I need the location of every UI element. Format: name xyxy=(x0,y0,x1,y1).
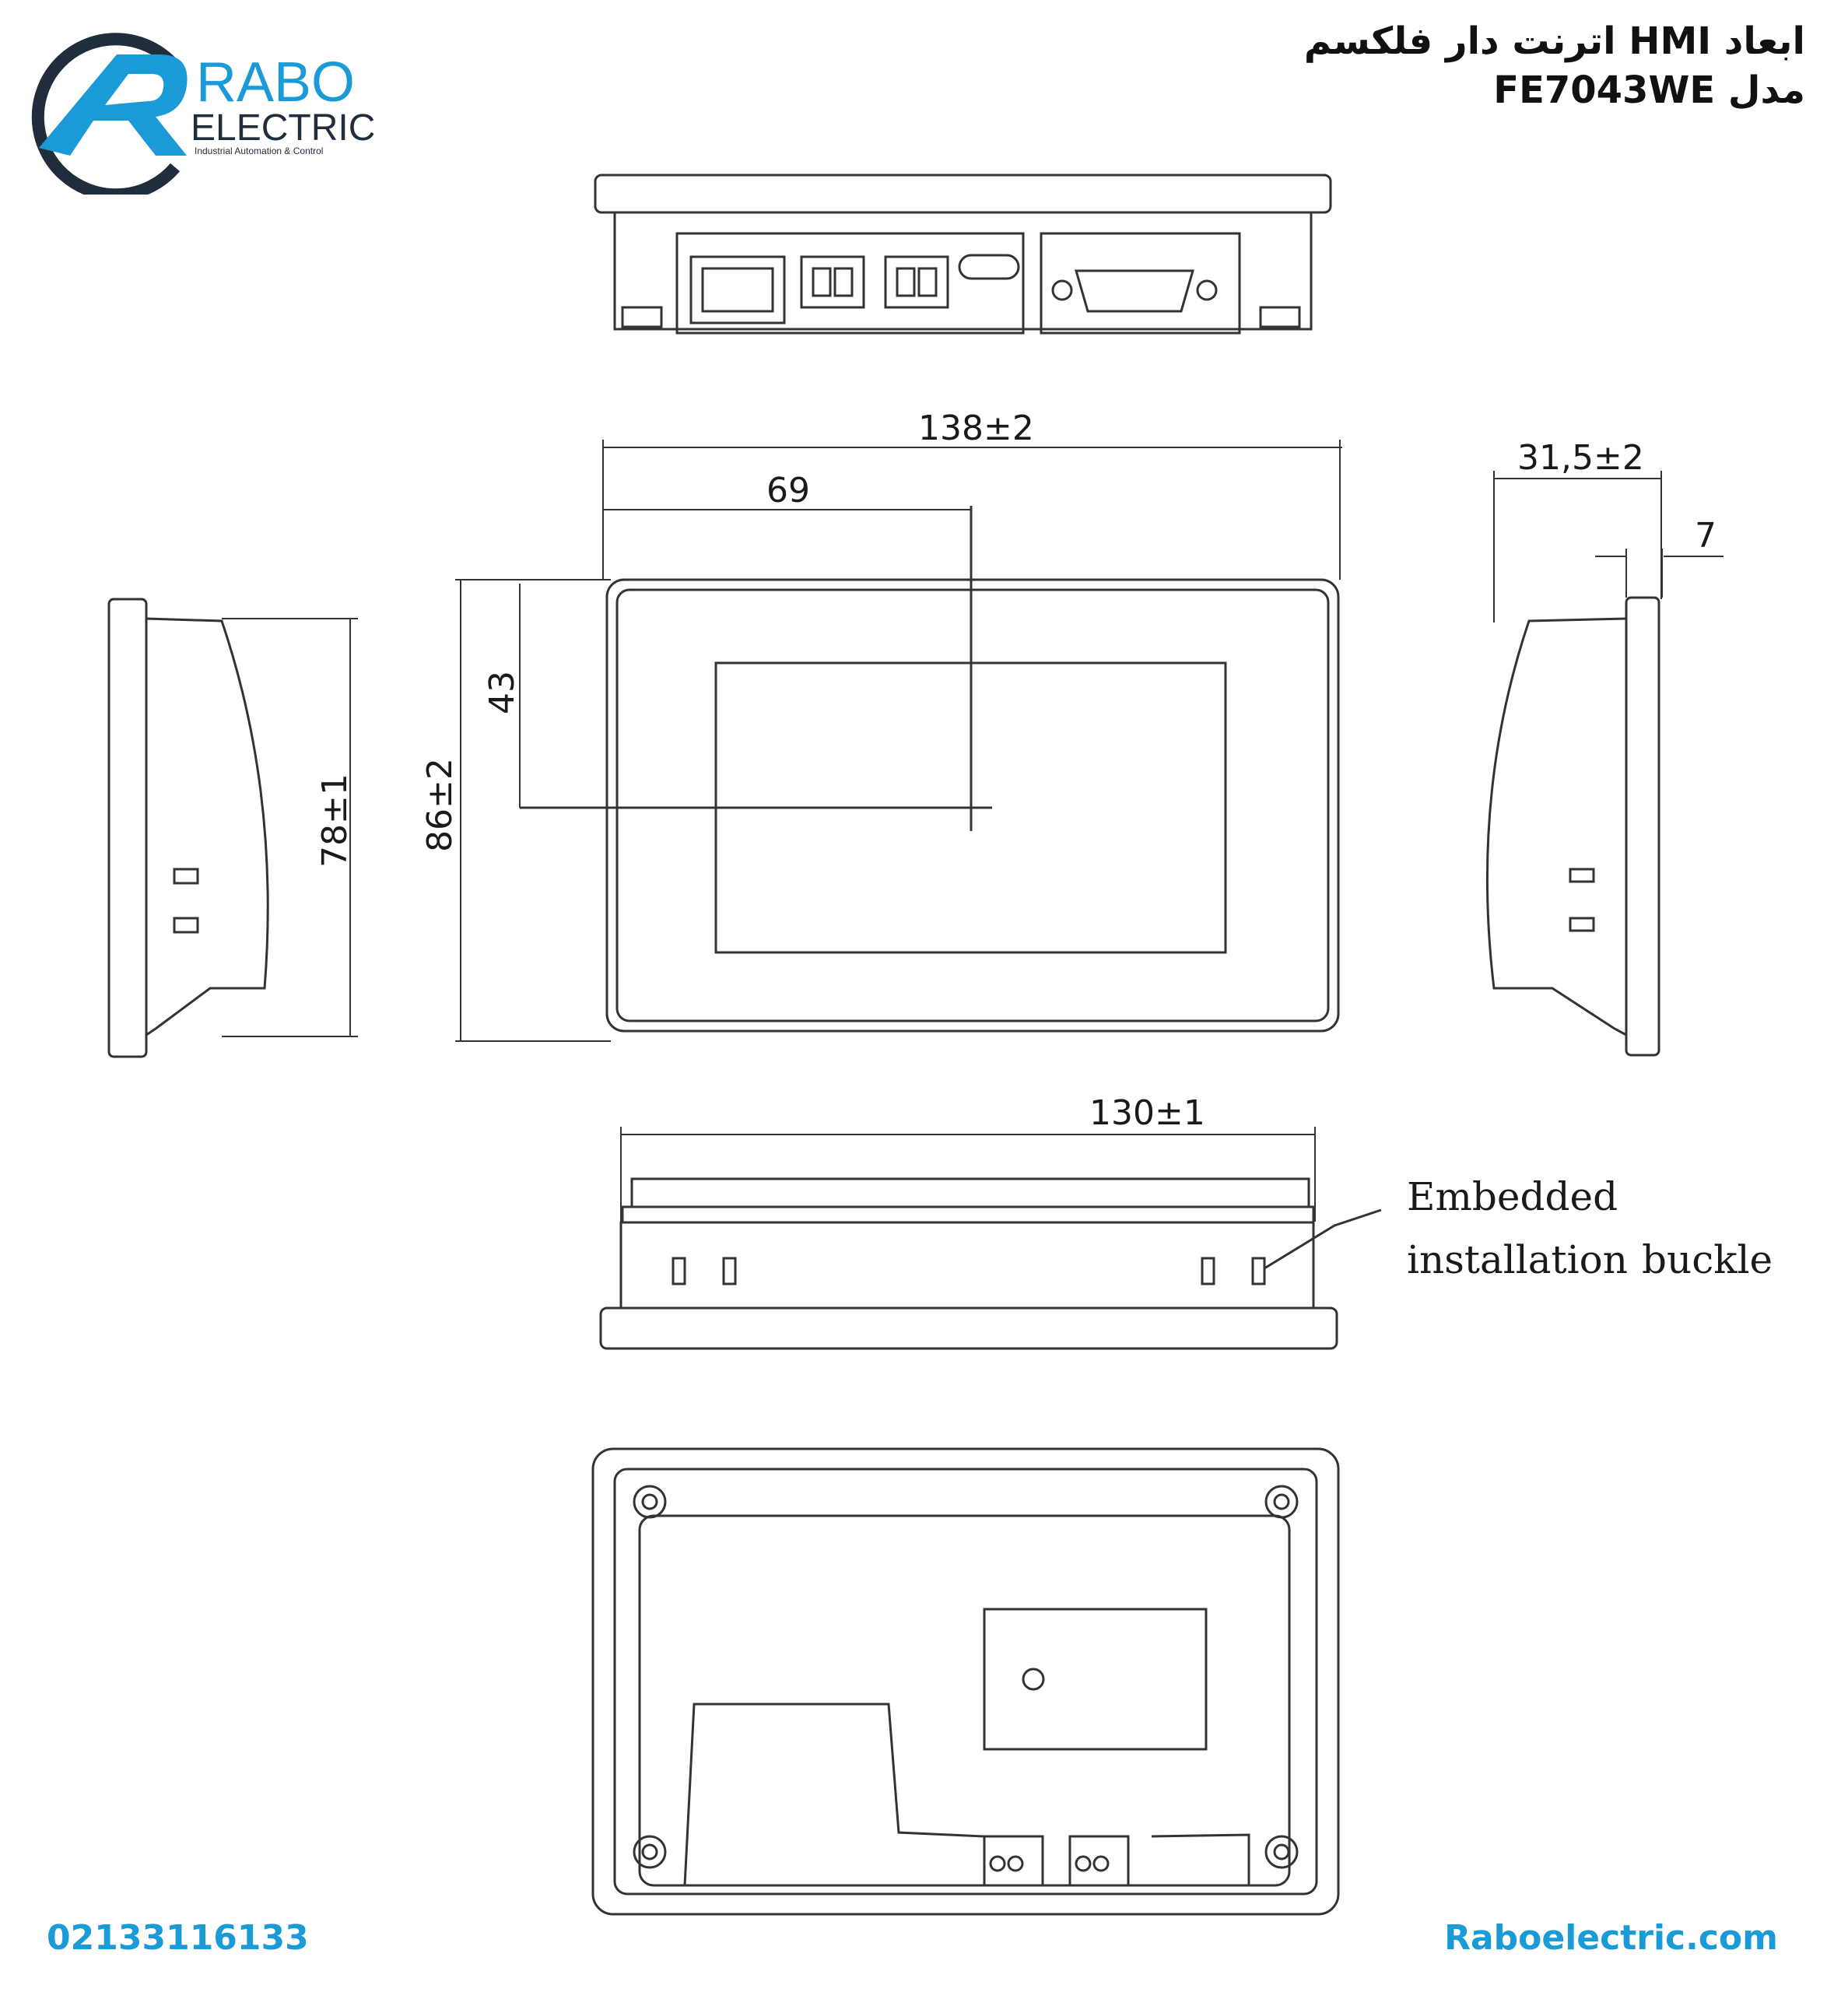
front-bezel xyxy=(605,578,1340,1033)
rear-reset-hole xyxy=(1022,1668,1045,1691)
annotation-line2-b: buckle xyxy=(1642,1237,1773,1282)
logo-brand2: ELECTRIC xyxy=(191,107,373,149)
left-side-view xyxy=(107,598,269,1058)
top-bezel xyxy=(594,174,1332,214)
terminal-block-2 xyxy=(884,255,949,309)
dim-half-width-label: 69 xyxy=(766,471,810,510)
right-housing xyxy=(1485,617,1627,1036)
dim-side-height-label: 78±1 xyxy=(315,773,355,868)
rear-terminal-1 xyxy=(983,1835,1044,1887)
top-housing xyxy=(613,211,1313,331)
usb-c-port xyxy=(958,254,1020,280)
db9-screw-right xyxy=(1196,279,1218,301)
rear-housing xyxy=(638,1514,1291,1887)
dim-width-label: 138±2 xyxy=(918,409,1034,448)
installation-buckle xyxy=(1251,1257,1266,1285)
ethernet-port-inner xyxy=(701,267,774,313)
rear-view xyxy=(591,1447,1340,1916)
db9-screw-left xyxy=(1051,279,1073,301)
left-bezel xyxy=(107,598,148,1058)
bottom-bezel xyxy=(599,1306,1338,1350)
logo-brand: RABO xyxy=(196,51,355,114)
top-view xyxy=(594,174,1332,335)
dim-depth-label: 31,5±2 xyxy=(1517,438,1644,478)
right-side-view xyxy=(1485,596,1660,1057)
annotation-leader xyxy=(1264,1208,1382,1270)
page-title: ابعاد HMI اترنت دار فلکسم xyxy=(1303,19,1805,63)
logo-monogram-cutout xyxy=(105,74,164,105)
bottom-view xyxy=(599,1177,1382,1350)
db9-connector xyxy=(1075,269,1194,313)
phone-number: 02133116133 xyxy=(47,1918,309,1958)
db9-panel xyxy=(1040,232,1241,335)
model-title: مدل FE7043WE xyxy=(1493,68,1805,112)
installation-buckle xyxy=(1201,1257,1215,1285)
terminal-pin xyxy=(812,267,832,297)
rear-screw-inner xyxy=(1273,1843,1290,1860)
terminal-screw xyxy=(1092,1855,1110,1872)
bottom-top-edge xyxy=(630,1177,1310,1208)
connector-panel xyxy=(675,232,1025,335)
annotation-line1: Embedded xyxy=(1407,1174,1618,1219)
rear-label-area xyxy=(983,1608,1208,1751)
dim-height-label: 86±2 xyxy=(420,758,460,852)
rear-screw xyxy=(1264,1835,1299,1869)
rear-screw xyxy=(633,1835,667,1869)
top-latch-right xyxy=(1259,306,1301,328)
right-bezel xyxy=(1625,596,1660,1057)
left-slot xyxy=(173,917,199,934)
rear-port-area xyxy=(1151,1833,1250,1885)
rear-inner xyxy=(613,1468,1318,1896)
front-bezel-inner xyxy=(615,588,1330,1022)
dim-bezel-label: 7 xyxy=(1695,516,1717,556)
right-slot xyxy=(1569,917,1595,932)
rear-screw xyxy=(1264,1485,1299,1519)
installation-buckle xyxy=(672,1257,686,1285)
left-slot xyxy=(173,868,199,885)
left-housing xyxy=(146,617,269,1036)
rear-connector-block xyxy=(683,1703,986,1886)
rear-screw-inner xyxy=(641,1493,658,1510)
terminal-block-1 xyxy=(800,255,865,309)
ethernet-port xyxy=(689,255,786,324)
annotation-line2-a: installation xyxy=(1407,1237,1628,1282)
bottom-rail xyxy=(621,1205,1315,1224)
terminal-screw xyxy=(989,1855,1006,1872)
top-latch-left xyxy=(621,306,663,328)
front-view xyxy=(520,506,1340,1033)
rear-screw-inner xyxy=(641,1843,658,1860)
rear-screw-inner xyxy=(1273,1493,1290,1510)
terminal-pin xyxy=(917,267,938,297)
dim-cutout-label: 130±1 xyxy=(1089,1093,1205,1133)
installation-buckle xyxy=(722,1257,737,1285)
terminal-pin xyxy=(896,267,916,297)
right-slot xyxy=(1569,868,1595,883)
logo-arc xyxy=(31,33,181,195)
dimension-labels: 138±2 69 31,5±2 7 130±1 86±2 43 78±1 Emb… xyxy=(315,409,1773,1282)
website-link[interactable]: Raboelectric.com xyxy=(1444,1918,1778,1958)
dim-half-height-label: 43 xyxy=(482,671,522,714)
terminal-screw xyxy=(1007,1855,1024,1872)
logo-tagline: Industrial Automation & Control xyxy=(195,146,323,156)
rear-screw xyxy=(633,1485,667,1519)
terminal-screw xyxy=(1075,1855,1092,1872)
dimension-lines xyxy=(222,440,1724,1222)
rabo-electric-logo: RABO ELECTRIC Industrial Automation & Co… xyxy=(31,33,373,195)
terminal-pin xyxy=(833,267,854,297)
rear-terminal-2 xyxy=(1068,1835,1130,1887)
rear-outer xyxy=(591,1447,1340,1916)
